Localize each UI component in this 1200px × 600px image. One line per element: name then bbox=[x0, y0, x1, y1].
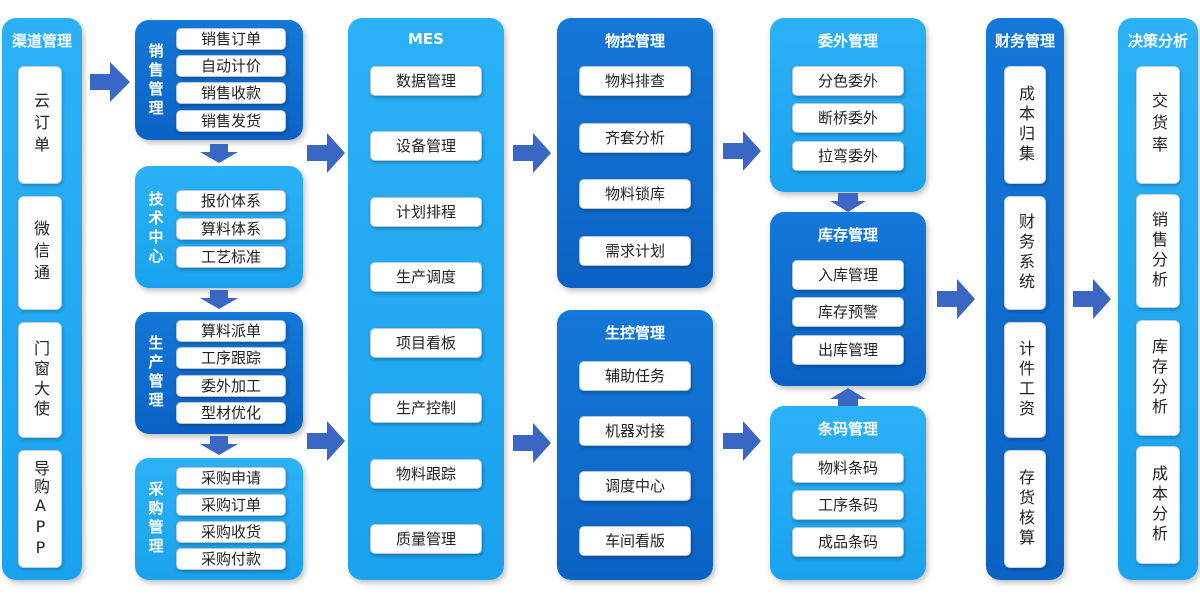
flow-arrow-icon bbox=[723, 421, 761, 461]
sales-item: 销售发货 bbox=[176, 110, 286, 132]
outsourcing-item: 断桥委外 bbox=[792, 103, 904, 133]
production-control-item: 机器对接 bbox=[579, 416, 691, 446]
mes-title: MES bbox=[408, 30, 444, 48]
material-control-item: 需求计划 bbox=[579, 236, 691, 266]
mes-item: 计划排程 bbox=[370, 197, 482, 227]
decision-item-label: 成本分析 bbox=[1149, 465, 1168, 545]
decision-item: 成本分析 bbox=[1136, 446, 1180, 564]
decision-item-label: 库存分析 bbox=[1149, 338, 1168, 418]
mes-item: 物料跟踪 bbox=[370, 459, 482, 489]
barcode-title: 条码管理 bbox=[817, 420, 878, 438]
purchase-item: 采购付款 bbox=[176, 548, 286, 570]
material-control-item: 物料排查 bbox=[579, 66, 691, 96]
tech-item: 工艺标准 bbox=[176, 246, 286, 268]
production-item: 工序跟踪 bbox=[176, 347, 286, 369]
channel-item: 门窗大使 bbox=[18, 322, 62, 438]
finance-item: 财务系统 bbox=[1004, 196, 1046, 310]
purchase-title: 采购管理 bbox=[148, 480, 164, 555]
finance-title: 财务管理 bbox=[994, 32, 1055, 50]
decision-title: 决策分析 bbox=[1127, 32, 1188, 50]
flow-arrow-icon bbox=[513, 133, 551, 173]
tech-item: 算料体系 bbox=[176, 218, 286, 240]
sales-item: 销售订单 bbox=[176, 28, 286, 50]
down-arrow-icon bbox=[830, 193, 866, 212]
decision-item: 库存分析 bbox=[1136, 320, 1180, 436]
flow-arrow-icon bbox=[307, 421, 345, 461]
outsourcing-item: 拉弯委外 bbox=[792, 141, 904, 171]
flow-arrow-icon bbox=[513, 423, 551, 463]
flow-arrow-icon bbox=[937, 279, 975, 319]
mes-item: 数据管理 bbox=[370, 66, 482, 96]
inventory-item: 入库管理 bbox=[792, 260, 904, 290]
inventory-title: 库存管理 bbox=[817, 226, 878, 244]
purchase-item: 采购收货 bbox=[176, 521, 286, 543]
finance-item-label: 计件工资 bbox=[1016, 340, 1035, 420]
sales-item: 销售收款 bbox=[176, 82, 286, 104]
finance-item: 存货核算 bbox=[1004, 450, 1046, 568]
tech-item: 报价体系 bbox=[176, 190, 286, 212]
finance-item: 成本归集 bbox=[1004, 66, 1046, 184]
decision-item-label: 交货率 bbox=[1149, 92, 1168, 158]
finance-item-label: 财务系统 bbox=[1016, 213, 1035, 293]
channel-item-label: 门窗大使 bbox=[31, 340, 50, 420]
purchase-item: 采购订单 bbox=[176, 494, 286, 516]
channel-item: 微信通 bbox=[18, 196, 62, 310]
material-control-title: 物控管理 bbox=[604, 32, 665, 50]
production-control-item: 辅助任务 bbox=[579, 361, 691, 391]
tech-title: 技术中心 bbox=[148, 190, 164, 265]
barcode-item: 成品条码 bbox=[792, 527, 904, 557]
production-control-title: 生控管理 bbox=[604, 324, 665, 342]
channel-item: 导购APP bbox=[18, 450, 62, 568]
production-item: 委外加工 bbox=[176, 375, 286, 397]
production-item: 算料派单 bbox=[176, 320, 286, 342]
channel-item: 云订单 bbox=[18, 66, 62, 184]
production-control-item: 车间看版 bbox=[579, 526, 691, 556]
channel-item-label: 微信通 bbox=[31, 220, 50, 286]
channel-title: 渠道管理 bbox=[11, 32, 72, 50]
decision-item-label: 销售分析 bbox=[1149, 211, 1168, 291]
down-arrow-icon bbox=[200, 436, 238, 455]
mes-item: 项目看板 bbox=[370, 328, 482, 358]
flow-arrow-icon bbox=[90, 62, 130, 102]
channel-item-label: 云订单 bbox=[31, 92, 50, 158]
decision-item: 销售分析 bbox=[1136, 194, 1180, 308]
production-item: 型材优化 bbox=[176, 402, 286, 424]
finance-item: 计件工资 bbox=[1004, 322, 1046, 438]
channel-item-label: 导购APP bbox=[31, 459, 50, 559]
barcode-item: 物料条码 bbox=[792, 453, 904, 483]
finance-item-label: 存货核算 bbox=[1016, 469, 1035, 549]
mes-item: 生产控制 bbox=[370, 393, 482, 423]
flow-arrow-icon bbox=[1073, 279, 1111, 319]
outsourcing-title: 委外管理 bbox=[817, 32, 878, 50]
inventory-item: 库存预警 bbox=[792, 297, 904, 327]
mes-item: 生产调度 bbox=[370, 262, 482, 292]
sales-title: 销售管理 bbox=[148, 42, 164, 117]
decision-item: 交货率 bbox=[1136, 66, 1180, 184]
inventory-item: 出库管理 bbox=[792, 335, 904, 365]
purchase-item: 采购申请 bbox=[176, 467, 286, 489]
production-title: 生产管理 bbox=[148, 334, 164, 409]
down-arrow-icon bbox=[200, 290, 238, 309]
material-control-item: 齐套分析 bbox=[579, 123, 691, 153]
down-arrow-icon bbox=[200, 144, 238, 163]
up-arrow-icon bbox=[830, 388, 866, 407]
outsourcing-item: 分色委外 bbox=[792, 66, 904, 96]
mes-panel: MES bbox=[348, 18, 504, 580]
flow-arrow-icon bbox=[307, 133, 345, 173]
sales-item: 自动计价 bbox=[176, 55, 286, 77]
barcode-item: 工序条码 bbox=[792, 490, 904, 520]
material-control-item: 物料锁库 bbox=[579, 179, 691, 209]
finance-item-label: 成本归集 bbox=[1016, 85, 1035, 165]
production-control-item: 调度中心 bbox=[579, 471, 691, 501]
mes-item: 设备管理 bbox=[370, 131, 482, 161]
flow-arrow-icon bbox=[723, 131, 761, 171]
mes-item: 质量管理 bbox=[370, 524, 482, 554]
